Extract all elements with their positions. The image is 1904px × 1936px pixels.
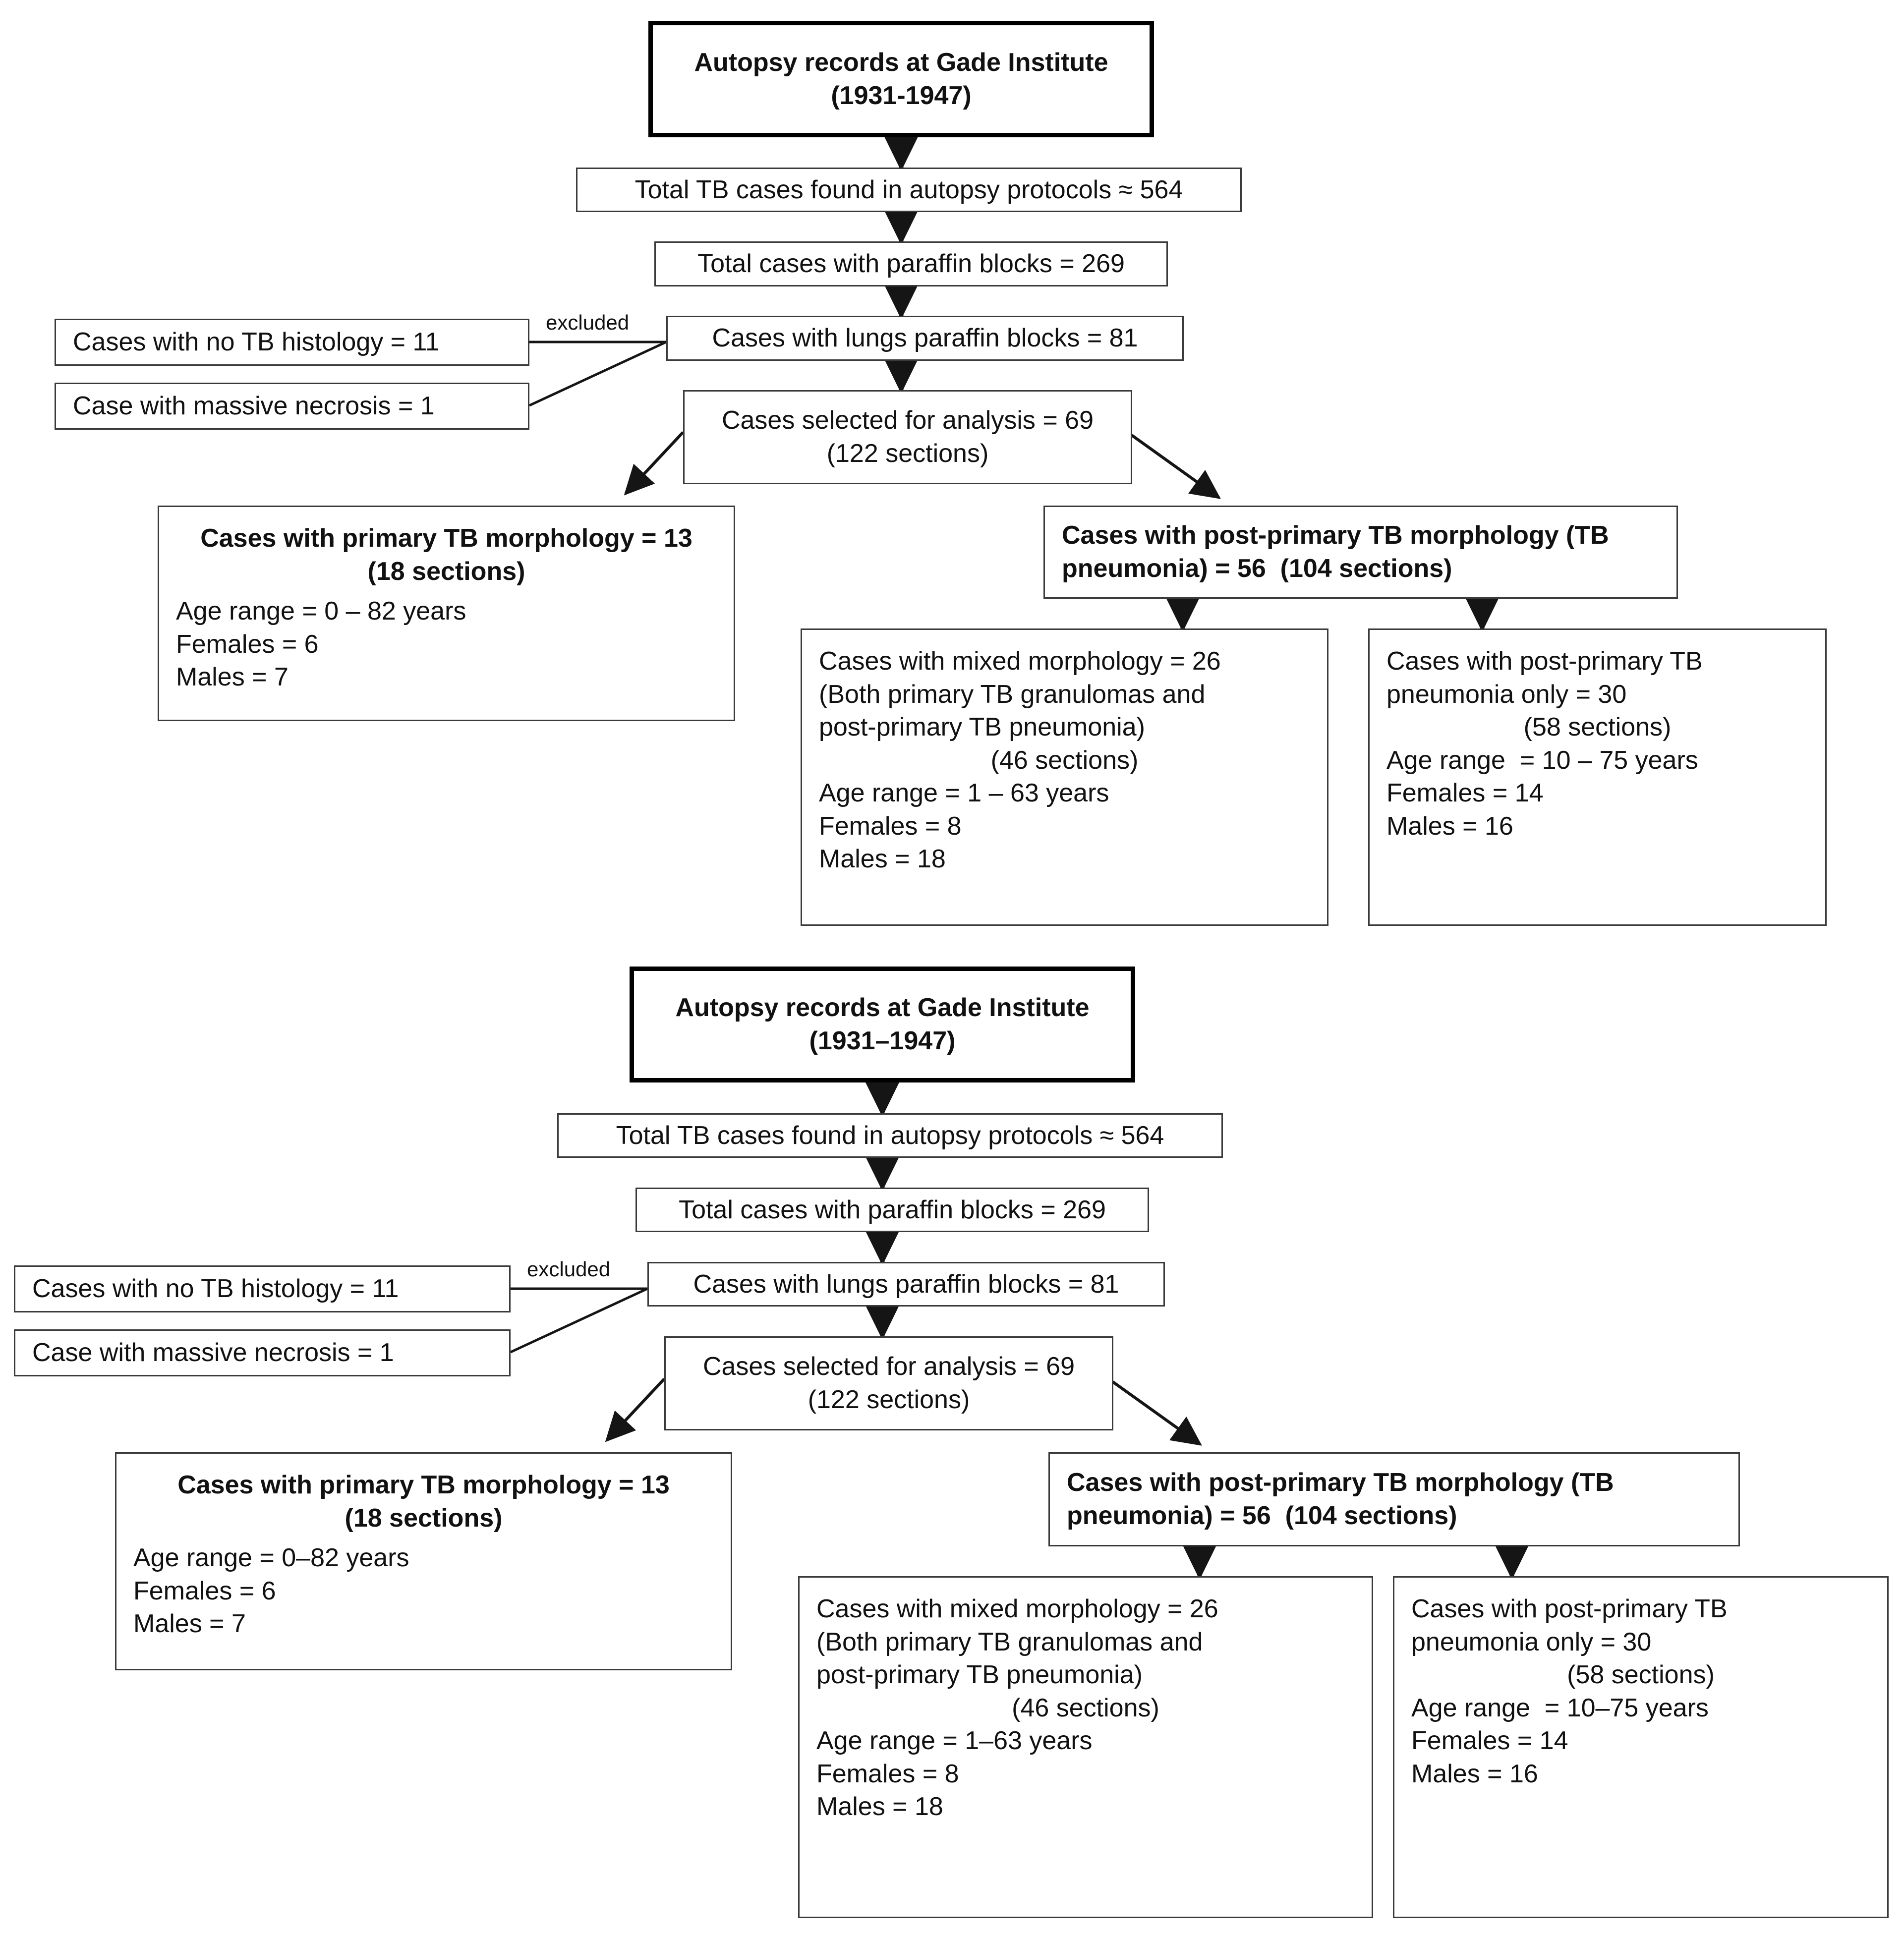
excluded-no-histology-box-bottom: Cases with no TB histology = 11 (14, 1265, 511, 1312)
post-primary-tb-box-top: Cases with post-primary TB morphology (T… (1043, 506, 1678, 599)
lungs-paraffin-text-bottom: Cases with lungs paraffin blocks = 81 (693, 1269, 1119, 1299)
excluded-no-histology-box-top: Cases with no TB histology = 11 (55, 319, 529, 366)
post-primary-head-1-bottom: Cases with post-primary TB morphology (T… (1067, 1468, 1614, 1497)
lungs-paraffin-box-top: Cases with lungs paraffin blocks = 81 (666, 316, 1184, 361)
cases-selected-line-2: (122 sections) (826, 439, 989, 468)
paraffin-blocks-box-bottom: Total cases with paraffin blocks = 269 (635, 1188, 1149, 1232)
lungs-paraffin-text: Cases with lungs paraffin blocks = 81 (712, 324, 1138, 353)
primary-tb-males-bottom: Males = 7 (133, 1609, 246, 1639)
excluded-no-histology-text: Cases with no TB histology = 11 (73, 328, 440, 357)
primary-tb-age-range-bottom: Age range = 0–82 years (133, 1543, 409, 1573)
pneumonia-only-box-bottom: Cases with post-primary TB pneumonia onl… (1393, 1576, 1889, 1918)
pneumonia-only-males: Males = 16 (1386, 811, 1513, 841)
excluded-no-histology-text-bottom: Cases with no TB histology = 11 (32, 1274, 399, 1304)
post-primary-tb-box-bottom: Cases with post-primary TB morphology (T… (1048, 1452, 1740, 1546)
primary-tb-males: Males = 7 (176, 663, 288, 692)
mixed-age-range: Age range = 1 – 63 years (819, 779, 1109, 808)
primary-tb-head-2-bottom: (18 sections) (345, 1503, 503, 1533)
pneumonia-only-line-2-bottom: pneumonia only = 30 (1411, 1627, 1652, 1656)
mixed-line-2-bottom: (Both primary TB granulomas and (816, 1627, 1203, 1656)
excluded-label-top: excluded (543, 312, 633, 333)
pneumonia-only-females-bottom: Females = 14 (1411, 1726, 1568, 1756)
total-tb-cases-box-top: Total TB cases found in autopsy protocol… (576, 168, 1242, 212)
post-primary-head-1: Cases with post-primary TB morphology (T… (1062, 521, 1609, 550)
mixed-females: Females = 8 (819, 811, 962, 841)
excluded-label-bottom: excluded (524, 1259, 614, 1280)
primary-tb-females-bottom: Females = 6 (133, 1576, 276, 1605)
pneumonia-only-line-1: Cases with post-primary TB (1386, 647, 1703, 676)
cases-selected-bottom-line-1: Cases selected for analysis = 69 (702, 1352, 1075, 1381)
primary-tb-box-top: Cases with primary TB morphology = 13 (1… (158, 506, 735, 721)
pneumonia-only-age-range: Age range = 10 – 75 years (1386, 745, 1698, 775)
mixed-males: Males = 18 (819, 845, 946, 874)
mixed-sections-bottom: (46 sections) (1012, 1693, 1159, 1722)
mixed-line-1: Cases with mixed morphology = 26 (819, 647, 1221, 676)
excluded-massive-necrosis-text-bottom: Case with massive necrosis = 1 (32, 1338, 394, 1367)
mixed-females-bottom: Females = 8 (816, 1759, 959, 1788)
mixed-morphology-box-top: Cases with mixed morphology = 26 (Both p… (801, 628, 1328, 926)
mixed-line-3-bottom: post-primary TB pneumonia) (816, 1660, 1143, 1690)
paraffin-blocks-text: Total cases with paraffin blocks = 269 (697, 249, 1125, 279)
total-tb-cases-box-bottom: Total TB cases found in autopsy protocol… (557, 1113, 1223, 1158)
primary-tb-head-2: (18 sections) (367, 557, 525, 586)
total-tb-cases-text-bottom: Total TB cases found in autopsy protocol… (616, 1121, 1164, 1150)
mixed-line-3: post-primary TB pneumonia) (819, 713, 1145, 742)
mixed-sections: (46 sections) (990, 745, 1139, 775)
pneumonia-only-males-bottom: Males = 16 (1411, 1759, 1538, 1788)
mixed-line-2: (Both primary TB granulomas and (819, 680, 1206, 709)
pneumonia-only-age-range-bottom: Age range = 10–75 years (1411, 1693, 1709, 1722)
pneumonia-only-line-2: pneumonia only = 30 (1386, 680, 1627, 709)
pneumonia-only-sections-bottom: (58 sections) (1567, 1660, 1715, 1690)
excluded-massive-necrosis-box-top: Case with massive necrosis = 1 (55, 383, 529, 430)
primary-tb-age-range: Age range = 0 – 82 years (176, 597, 466, 626)
cases-selected-box-bottom: Cases selected for analysis = 69 (122 se… (664, 1336, 1113, 1430)
primary-tb-head-1-bottom: Cases with primary TB morphology = 13 (177, 1471, 670, 1499)
pneumonia-only-line-1-bottom: Cases with post-primary TB (1411, 1594, 1728, 1623)
cases-selected-line-1: Cases selected for analysis = 69 (721, 406, 1094, 435)
title-bottom-line-1: Autopsy records at Gade Institute (675, 993, 1090, 1023)
title-line-2: (1931-1947) (831, 81, 972, 110)
title-box-top: Autopsy records at Gade Institute (1931-… (648, 21, 1154, 137)
post-primary-head-2: pneumonia) = 56 (104 sections) (1062, 554, 1452, 583)
primary-tb-females: Females = 6 (176, 629, 319, 659)
mixed-males-bottom: Males = 18 (816, 1792, 943, 1822)
excluded-massive-necrosis-box-bottom: Case with massive necrosis = 1 (14, 1329, 511, 1376)
pneumonia-only-box-top: Cases with post-primary TB pneumonia onl… (1368, 628, 1827, 926)
pneumonia-only-females: Females = 14 (1386, 779, 1544, 808)
title-line-1: Autopsy records at Gade Institute (694, 48, 1108, 77)
excluded-massive-necrosis-text: Case with massive necrosis = 1 (73, 392, 435, 421)
primary-tb-head-1: Cases with primary TB morphology = 13 (200, 524, 692, 553)
mixed-morphology-box-bottom: Cases with mixed morphology = 26 (Both p… (798, 1576, 1373, 1918)
primary-tb-box-bottom: Cases with primary TB morphology = 13 (1… (115, 1452, 732, 1670)
mixed-age-range-bottom: Age range = 1–63 years (816, 1726, 1093, 1756)
paraffin-blocks-box-top: Total cases with paraffin blocks = 269 (654, 241, 1168, 286)
cases-selected-bottom-line-2: (122 sections) (808, 1385, 970, 1414)
total-tb-cases-text: Total TB cases found in autopsy protocol… (635, 175, 1183, 204)
pneumonia-only-sections: (58 sections) (1523, 713, 1672, 742)
mixed-line-1-bottom: Cases with mixed morphology = 26 (816, 1594, 1218, 1623)
cases-selected-box-top: Cases selected for analysis = 69 (122 se… (683, 390, 1132, 484)
title-bottom-line-2: (1931–1947) (809, 1026, 956, 1055)
title-box-bottom: Autopsy records at Gade Institute (1931–… (630, 967, 1135, 1082)
lungs-paraffin-box-bottom: Cases with lungs paraffin blocks = 81 (647, 1262, 1165, 1307)
paraffin-blocks-text-bottom: Total cases with paraffin blocks = 269 (679, 1195, 1106, 1224)
post-primary-head-2-bottom: pneumonia) = 56 (104 sections) (1067, 1501, 1457, 1530)
